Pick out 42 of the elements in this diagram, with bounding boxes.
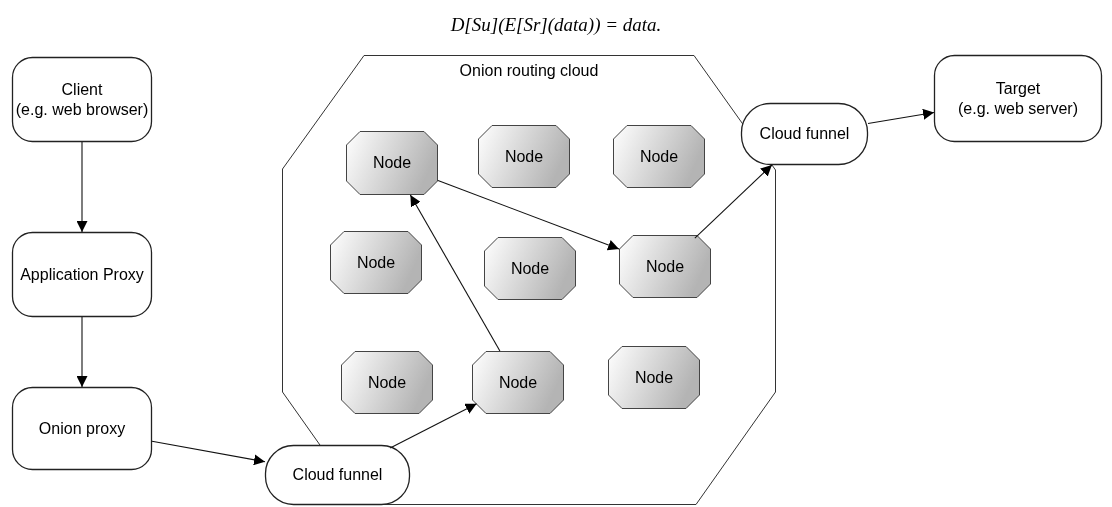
arrow [76, 141, 88, 233]
funnel-box [741, 103, 868, 165]
node-subtitle: (e.g. web browser) [15, 99, 149, 120]
node-label: Client [61, 79, 103, 100]
formula-title: D[Su](E[Sr](data)) = data. [450, 14, 662, 35]
arrow [694, 164, 773, 239]
rounded-box [12, 57, 152, 142]
node-label: Node [498, 372, 538, 393]
funnel-box [265, 445, 410, 505]
node-octagon [472, 351, 564, 414]
node-octagon [478, 125, 570, 188]
node-label: Onion proxy [38, 418, 126, 439]
node-octagon [613, 125, 705, 188]
arrow [151, 440, 266, 466]
arrow [389, 403, 478, 449]
node-label: Node [634, 367, 674, 388]
node-subtitle: (e.g. web server) [957, 98, 1078, 119]
node-label: Application Proxy [20, 264, 144, 285]
node-octagon [484, 237, 576, 300]
arrow [76, 316, 88, 388]
arrow [437, 179, 620, 251]
node-label: Target [995, 78, 1041, 99]
node-label: Node [356, 252, 396, 273]
node-octagon [608, 346, 700, 409]
node-label: Node [639, 146, 679, 167]
node-label: Node [504, 146, 544, 167]
rounded-box [12, 387, 152, 470]
node-octagon [330, 231, 422, 294]
arrow [409, 194, 501, 352]
node-octagon [341, 351, 433, 414]
rounded-box [934, 55, 1102, 142]
node-label: Cloud funnel [292, 465, 383, 485]
rounded-box [12, 232, 152, 317]
node-label: Node [510, 258, 550, 279]
node-label: Node [372, 153, 412, 173]
node-octagon [619, 235, 711, 298]
arrow [867, 108, 935, 124]
region-heading: Onion routing cloud [459, 62, 599, 79]
node-label: Cloud funnel [759, 124, 850, 144]
node-label: Node [367, 372, 407, 393]
node-label: Node [645, 256, 685, 277]
node-octagon [346, 131, 438, 195]
